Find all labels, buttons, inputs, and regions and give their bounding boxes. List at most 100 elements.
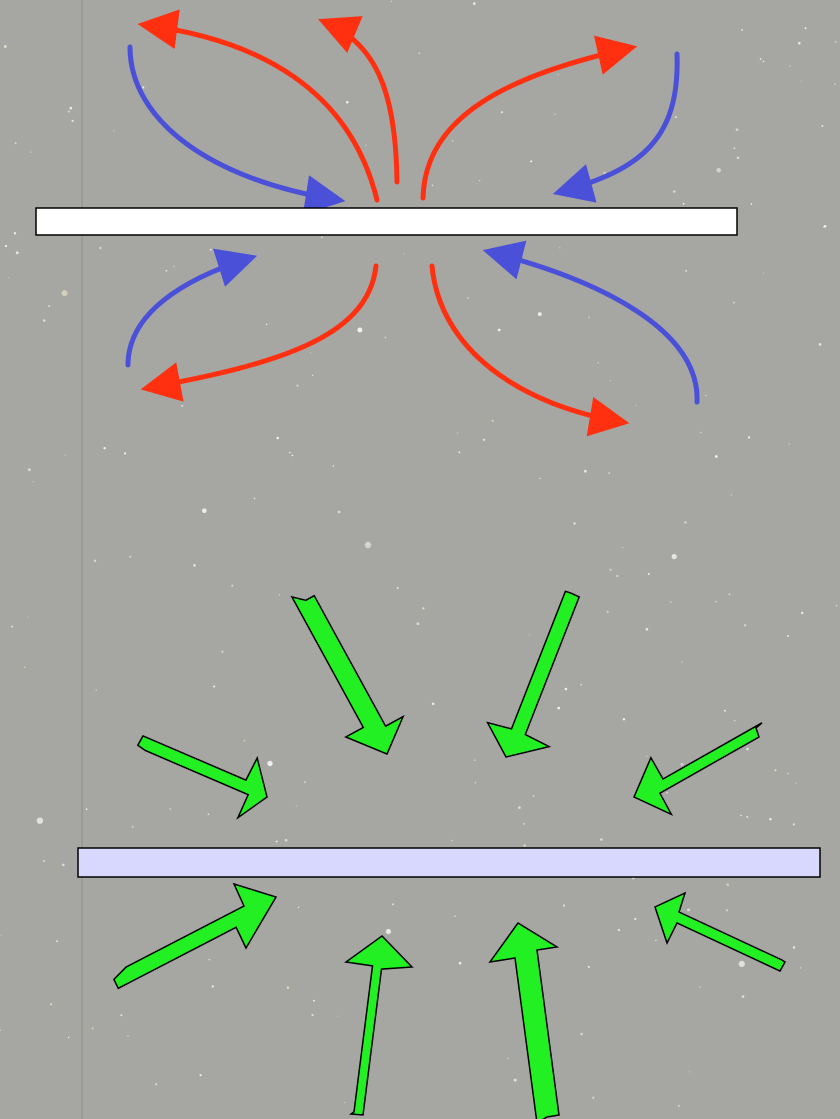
star	[337, 1015, 339, 1017]
star	[726, 909, 728, 912]
star	[500, 111, 503, 114]
star	[202, 508, 207, 513]
star	[62, 863, 65, 867]
star	[673, 190, 676, 193]
star	[243, 739, 246, 742]
star	[48, 305, 51, 307]
star	[482, 438, 486, 441]
star	[609, 568, 612, 571]
star	[539, 477, 541, 480]
star	[655, 939, 657, 942]
star	[289, 451, 291, 454]
inflow-arrow-bottom-right	[488, 921, 560, 1119]
inflow-arrow-left	[136, 734, 268, 820]
outflow-arrows	[137, 9, 638, 437]
star	[617, 928, 621, 932]
star	[680, 763, 684, 766]
star	[818, 343, 822, 346]
star	[193, 564, 196, 567]
star	[740, 814, 742, 817]
star	[396, 587, 399, 589]
star	[474, 782, 476, 784]
star	[774, 769, 777, 772]
star	[684, 521, 687, 524]
star	[131, 825, 134, 828]
star	[56, 940, 59, 943]
upper-panel	[35, 9, 738, 437]
star	[458, 451, 461, 454]
star	[733, 147, 736, 149]
star	[231, 584, 234, 587]
star	[714, 455, 718, 458]
star	[513, 1078, 517, 1082]
star	[682, 202, 685, 205]
star	[700, 431, 702, 434]
return-arrow-lower-left	[125, 248, 258, 368]
star	[207, 813, 210, 816]
star	[603, 171, 606, 175]
star	[346, 100, 349, 104]
star	[559, 247, 561, 249]
star	[671, 553, 677, 560]
star	[723, 709, 726, 712]
star	[787, 635, 790, 637]
star	[61, 290, 68, 297]
return-arrow-upper-right	[552, 51, 680, 203]
inflow-arrows	[112, 590, 786, 1119]
star	[523, 844, 526, 847]
star	[3, 45, 7, 48]
star	[103, 447, 106, 450]
star	[309, 352, 311, 354]
inflow-arrow-top-left	[290, 594, 405, 755]
star	[823, 225, 827, 228]
star	[50, 1003, 52, 1006]
star	[13, 232, 17, 235]
star	[750, 203, 753, 205]
star	[30, 151, 32, 153]
star	[681, 661, 683, 663]
star	[537, 312, 542, 316]
star	[124, 452, 127, 455]
star	[451, 140, 454, 142]
star	[728, 593, 731, 596]
star	[173, 265, 175, 268]
star	[736, 156, 740, 160]
star	[557, 74, 559, 76]
star	[71, 119, 74, 122]
star	[0, 934, 2, 936]
star	[588, 316, 590, 319]
star	[735, 128, 739, 131]
star	[634, 917, 637, 921]
star	[687, 908, 690, 912]
star	[127, 1035, 129, 1037]
star	[155, 1083, 158, 1086]
star	[304, 781, 306, 784]
star	[645, 627, 649, 631]
star	[834, 83, 836, 85]
star	[580, 683, 582, 686]
star	[608, 472, 610, 474]
star	[787, 772, 789, 775]
inflow-arrow-bottom-far-left	[112, 882, 278, 990]
star	[403, 253, 405, 255]
star	[733, 301, 735, 304]
star	[467, 297, 469, 299]
star	[320, 236, 323, 239]
star	[493, 257, 496, 261]
star	[42, 319, 46, 322]
star	[422, 607, 425, 610]
star	[789, 65, 791, 67]
star	[759, 58, 762, 60]
star	[699, 986, 701, 988]
star	[129, 555, 132, 558]
star	[418, 52, 421, 55]
star	[344, 1102, 346, 1104]
star	[497, 328, 501, 332]
return-arrow-upper-left	[127, 44, 346, 215]
return-arrow-lower-right	[482, 240, 700, 405]
star	[208, 958, 211, 961]
star	[451, 839, 453, 842]
star	[142, 86, 145, 89]
lower-plate	[77, 847, 821, 878]
